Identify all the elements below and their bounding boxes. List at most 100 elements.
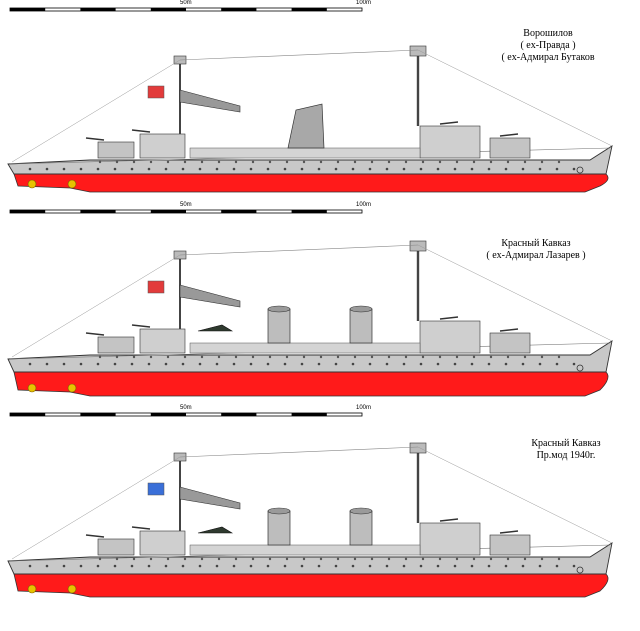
- propeller: [27, 179, 37, 189]
- porthole: [268, 355, 272, 359]
- porthole: [540, 355, 544, 359]
- porthole: [166, 557, 170, 561]
- porthole: [368, 564, 372, 568]
- porthole: [79, 362, 83, 366]
- porthole: [234, 355, 238, 359]
- underwater-hull: [13, 573, 609, 598]
- porthole: [283, 167, 287, 171]
- porthole: [232, 564, 236, 568]
- porthole: [302, 557, 306, 561]
- porthole: [402, 362, 406, 366]
- rigging: [179, 446, 419, 458]
- porthole: [557, 557, 561, 561]
- rigging: [417, 49, 613, 147]
- porthole: [455, 160, 459, 164]
- porthole: [353, 557, 357, 561]
- porthole: [285, 557, 289, 561]
- porthole: [402, 564, 406, 568]
- propeller: [27, 584, 37, 594]
- porthole: [555, 564, 559, 568]
- porthole: [115, 355, 119, 359]
- seaplane: [197, 526, 234, 534]
- porthole: [487, 167, 491, 171]
- porthole: [181, 167, 185, 171]
- porthole: [251, 557, 255, 561]
- scale-bar-segment: [10, 210, 46, 213]
- scale-bar-segment: [80, 8, 116, 11]
- porthole: [472, 557, 476, 561]
- gun-barrel: [85, 332, 105, 336]
- propeller: [67, 179, 77, 189]
- porthole: [521, 167, 525, 171]
- fwd-turret-block: [489, 137, 531, 159]
- porthole: [436, 167, 440, 171]
- porthole: [166, 160, 170, 164]
- funnel-cap: [267, 305, 291, 313]
- scale-label-50m: 50m: [180, 0, 192, 6]
- aft-superstructure: [139, 133, 186, 159]
- porthole: [200, 355, 204, 359]
- porthole: [436, 362, 440, 366]
- rigging: [179, 244, 419, 256]
- porthole: [453, 564, 457, 568]
- gun-barrel: [439, 518, 459, 522]
- funnel-1: [267, 308, 291, 344]
- fore-mast-top: [409, 240, 427, 252]
- drawing-krasny-kavkaz-1940: [7, 412, 613, 598]
- porthole: [249, 564, 253, 568]
- fore-mast-top: [409, 45, 427, 57]
- porthole: [455, 355, 459, 359]
- porthole: [368, 362, 372, 366]
- porthole: [283, 362, 287, 366]
- porthole: [79, 564, 83, 568]
- gun-barrel: [499, 530, 519, 534]
- porthole: [438, 557, 442, 561]
- porthole: [489, 355, 493, 359]
- porthole: [506, 557, 510, 561]
- porthole: [132, 557, 136, 561]
- porthole: [215, 564, 219, 568]
- porthole: [166, 355, 170, 359]
- anchor: [576, 364, 584, 372]
- porthole: [198, 362, 202, 366]
- porthole: [402, 167, 406, 171]
- gun-barrel: [131, 526, 151, 530]
- porthole: [436, 564, 440, 568]
- porthole: [421, 160, 425, 164]
- fwd-superstructure: [419, 522, 481, 556]
- gun-barrel: [85, 534, 105, 538]
- porthole: [181, 564, 185, 568]
- scale-bar-segment: [80, 413, 116, 416]
- porthole: [504, 167, 508, 171]
- anchor: [576, 166, 584, 174]
- porthole: [572, 564, 576, 568]
- porthole: [504, 362, 508, 366]
- porthole: [198, 564, 202, 568]
- porthole: [489, 557, 493, 561]
- aft-turret-block: [97, 538, 135, 556]
- porthole: [319, 160, 323, 164]
- porthole: [404, 160, 408, 164]
- porthole: [285, 160, 289, 164]
- porthole: [149, 557, 153, 561]
- porthole: [268, 557, 272, 561]
- porthole: [557, 160, 561, 164]
- porthole: [351, 564, 355, 568]
- porthole: [217, 557, 221, 561]
- underwater-hull: [13, 371, 609, 397]
- scale-bar-segment: [10, 413, 46, 416]
- porthole: [130, 564, 134, 568]
- fwd-turret-block: [489, 332, 531, 354]
- porthole: [130, 167, 134, 171]
- porthole: [249, 362, 253, 366]
- porthole: [538, 564, 542, 568]
- porthole: [421, 355, 425, 359]
- porthole: [215, 167, 219, 171]
- porthole: [472, 355, 476, 359]
- porthole: [455, 557, 459, 561]
- porthole: [251, 355, 255, 359]
- caption-line: ( ex-Адмирал Лазарев ): [486, 250, 586, 261]
- porthole: [572, 362, 576, 366]
- porthole: [285, 355, 289, 359]
- porthole: [334, 564, 338, 568]
